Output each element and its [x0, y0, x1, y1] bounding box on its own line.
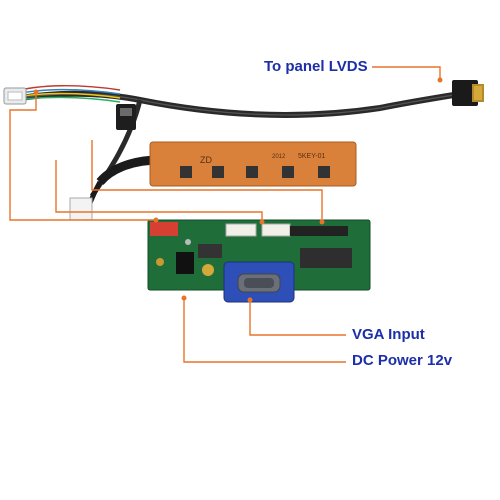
leader-line-dc: [183, 298, 346, 363]
keypad-silk-code: 2012: [272, 154, 286, 160]
keypad-silk-left: ZD: [200, 155, 212, 165]
lvds-connector-right: [452, 80, 484, 106]
keypad-board: ZD 2012 5KEY-01: [149, 141, 357, 187]
leader-line-keypad: [55, 160, 263, 222]
lvds-connector-mid: [116, 104, 136, 130]
callout-lvds: To panel LVDS: [264, 58, 368, 75]
callout-vga-input: VGA Input: [352, 326, 425, 343]
keypad-buttons: [180, 166, 330, 178]
controller-board: [147, 219, 371, 291]
keypad-button: [212, 166, 224, 178]
keypad-silk-model: 5KEY-01: [298, 153, 325, 160]
leader-line-keypad-right: [91, 140, 323, 222]
vga-connector: [223, 261, 295, 303]
leader-line-vga: [249, 300, 346, 336]
lvds-connector-left: [3, 87, 27, 105]
leader-line-lvds: [372, 66, 441, 80]
leader-dots: [33, 77, 443, 303]
keypad-button: [318, 166, 330, 178]
leader-lines: [9, 66, 441, 363]
leader-line-lvds-left: [9, 92, 156, 221]
keypad-button: [282, 166, 294, 178]
keypad-button: [180, 166, 192, 178]
callout-dc-power: DC Power 12v: [352, 352, 453, 369]
keypad-button: [246, 166, 258, 178]
